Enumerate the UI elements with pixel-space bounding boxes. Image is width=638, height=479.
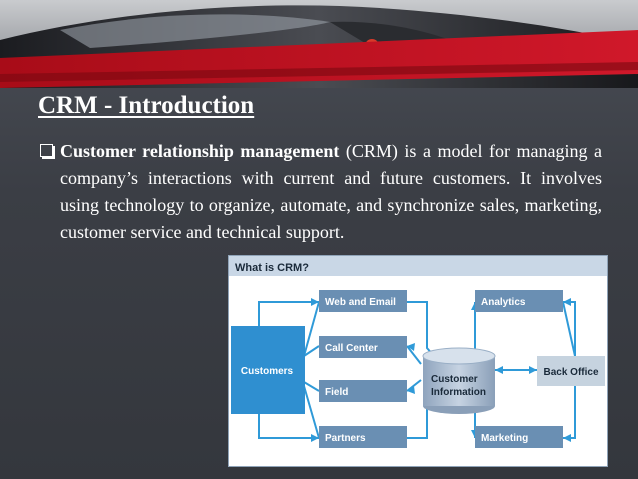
- arrow-top-loop: [258, 301, 319, 326]
- cylinder-customer-information: [422, 347, 496, 414]
- box-partners: [319, 426, 407, 448]
- label-customers: Customers: [241, 366, 294, 377]
- arrow-customers-field: [303, 381, 320, 392]
- box-back-office: [537, 356, 605, 386]
- bold-term: Customer relationship management: [60, 141, 340, 161]
- diagram-header-bg: [229, 256, 607, 276]
- paragraph-text: (CRM) is a model for managing a company’…: [60, 141, 602, 242]
- box-analytics: [475, 290, 563, 312]
- arrow-analytics-backoffice: [562, 301, 576, 357]
- label-call-center: Call Center: [325, 343, 378, 354]
- slide-title: CRM - Introduction: [38, 92, 255, 119]
- label-back-office: Back Office: [543, 367, 598, 378]
- arrow-call-ci: [406, 345, 422, 365]
- box-call-center: [319, 336, 407, 358]
- arrow-field-ci: [406, 379, 422, 392]
- label-web-email: Web and Email: [325, 297, 396, 308]
- label-partners: Partners: [325, 433, 366, 444]
- box-field: [319, 380, 407, 402]
- bullet-paragraph: Customer relationship management (CRM) i…: [40, 138, 602, 246]
- box-customers: [231, 326, 305, 414]
- label-marketing: Marketing: [481, 433, 528, 444]
- arrow-right-loop-bottom: [563, 382, 576, 439]
- crm-diagram: What is CRM?: [228, 255, 608, 467]
- checkbox-bullet-icon: [40, 144, 53, 157]
- label-customer-information-1: Customer: [431, 374, 478, 385]
- box-web-email: [319, 290, 407, 312]
- arrow-customers-call: [303, 345, 320, 357]
- arrow-customers-web: [303, 301, 320, 357]
- banner-car-image: [0, 0, 638, 88]
- arrow-customers-partners: [303, 385, 320, 439]
- label-analytics: Analytics: [481, 297, 526, 308]
- diagram-header: What is CRM?: [235, 262, 309, 274]
- label-field: Field: [325, 387, 348, 398]
- arrow-bottom-loop: [258, 411, 319, 439]
- label-customer-information-2: Information: [431, 387, 486, 398]
- box-marketing: [475, 426, 563, 448]
